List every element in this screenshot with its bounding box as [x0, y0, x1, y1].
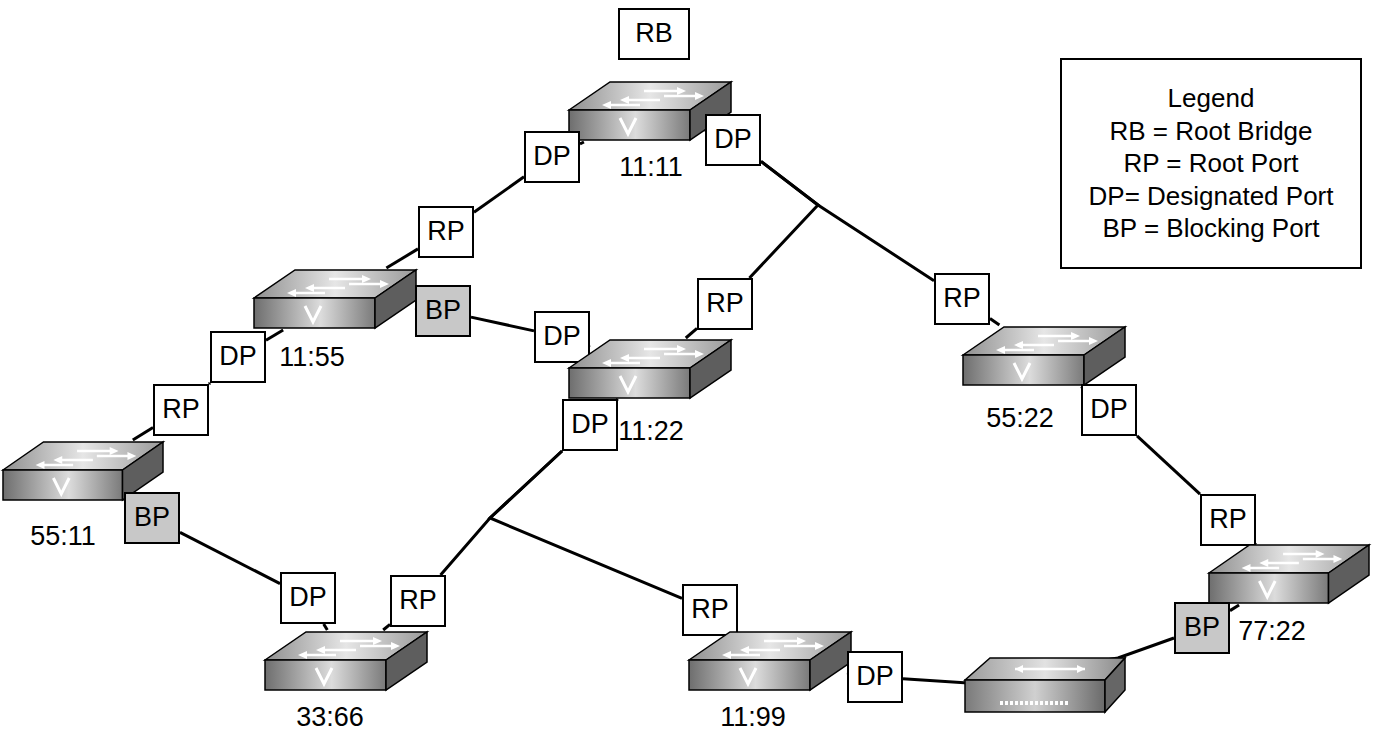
- legend-text: DP= Designated Port: [1089, 182, 1334, 211]
- port-role: DP: [543, 322, 581, 352]
- switch-node: 33:66: [264, 630, 428, 692]
- port-box: RP: [418, 206, 474, 258]
- link-line: [474, 177, 524, 212]
- link-line: [686, 328, 697, 338]
- link-line: [1230, 605, 1239, 611]
- port-role: RP: [162, 395, 200, 425]
- port-box: RB: [618, 8, 690, 60]
- bridge-id: 11:55: [279, 343, 345, 373]
- port-role: DP: [714, 125, 752, 155]
- link-line: [580, 142, 584, 144]
- switch-icon: [568, 338, 732, 400]
- port-box: DP: [1081, 384, 1137, 436]
- port-box: DP: [705, 114, 761, 166]
- legend-entry: BP = Blocking Port: [1102, 214, 1319, 243]
- link-line: [324, 624, 328, 630]
- legend-entry: DP= Designated Port: [1089, 182, 1334, 211]
- legend-text: RB = Root Bridge: [1109, 117, 1312, 146]
- bridge-id: 11:22: [618, 417, 684, 447]
- legend-entry: RB = Root Bridge: [1109, 117, 1312, 146]
- port-box: DP: [280, 572, 336, 624]
- switch-node: 55:22: [962, 325, 1126, 387]
- blocking-port-box: BP: [1174, 602, 1230, 654]
- port-box: RP: [390, 575, 446, 627]
- blocking-port-box: BP: [124, 492, 180, 544]
- port-role: RP: [427, 217, 465, 247]
- legend-title: Legend: [1168, 84, 1255, 113]
- port-box: RP: [153, 384, 209, 436]
- port-role: DP: [856, 662, 894, 692]
- bridge-id: 55:11: [30, 522, 96, 552]
- port-role: BP: [134, 503, 170, 533]
- switch-icon: [253, 268, 417, 330]
- port-role: RP: [399, 586, 437, 616]
- port-role: RP: [706, 289, 744, 319]
- legend-text: BP = Blocking Port: [1102, 214, 1319, 243]
- link-line: [266, 330, 283, 340]
- port-role: DP: [533, 142, 571, 172]
- link-line: [761, 161, 934, 280]
- port-role: RP: [691, 595, 729, 625]
- link-line: [383, 624, 390, 630]
- legend-text: RP = Root Port: [1123, 149, 1298, 178]
- link-line: [490, 451, 682, 598]
- port-box: DP: [534, 311, 590, 363]
- switch-node: 77:22: [1208, 543, 1370, 605]
- bridge-id: 77:22: [1238, 617, 1306, 647]
- port-box: DP: [562, 399, 618, 451]
- switch-icon: [688, 630, 852, 692]
- link-line: [471, 317, 534, 331]
- port-role: DP: [1090, 395, 1128, 425]
- legend-box: Legend RB = Root Bridge RP = Root PortDP= …: [1060, 58, 1362, 269]
- port-box: DP: [524, 131, 580, 183]
- port-role: DP: [219, 342, 257, 372]
- port-box: RP: [697, 278, 753, 330]
- port-role: RP: [943, 284, 981, 314]
- port-box: RP: [934, 273, 990, 325]
- bridge-id: 11:99: [720, 703, 786, 733]
- switch-icon: [1208, 543, 1370, 605]
- switch-icon: [264, 630, 428, 692]
- link-line: [990, 318, 999, 325]
- link-line: [180, 532, 280, 583]
- port-box: DP: [847, 651, 903, 703]
- link-line: [386, 249, 418, 268]
- switch-node: 11:22: [568, 338, 732, 400]
- port-role: RP: [1209, 505, 1247, 535]
- port-role: BP: [1184, 613, 1220, 643]
- blocking-port-box: BP: [415, 285, 471, 337]
- legend-entry: RP = Root Port: [1123, 149, 1298, 178]
- link-line: [133, 427, 153, 440]
- port-role: RB: [635, 19, 673, 49]
- port-role: BP: [425, 296, 461, 326]
- link-line: [209, 383, 210, 384]
- switch-node: 11:99: [688, 630, 852, 692]
- bridge-id: 11:11: [619, 153, 683, 183]
- port-box: RP: [1200, 494, 1256, 546]
- port-role: DP: [289, 583, 327, 613]
- port-box: DP: [210, 331, 266, 383]
- port-box: RP: [682, 584, 738, 636]
- switch-node: 11:55: [253, 268, 417, 330]
- link-line: [1137, 436, 1200, 494]
- switch-icon: [962, 325, 1126, 387]
- port-role: DP: [571, 410, 609, 440]
- bridge-id: 55:22: [986, 404, 1054, 434]
- link-line: [749, 161, 818, 278]
- link-line: [903, 638, 1174, 683]
- bridge-id: 33:66: [296, 703, 364, 733]
- hub-icon: [960, 650, 1130, 718]
